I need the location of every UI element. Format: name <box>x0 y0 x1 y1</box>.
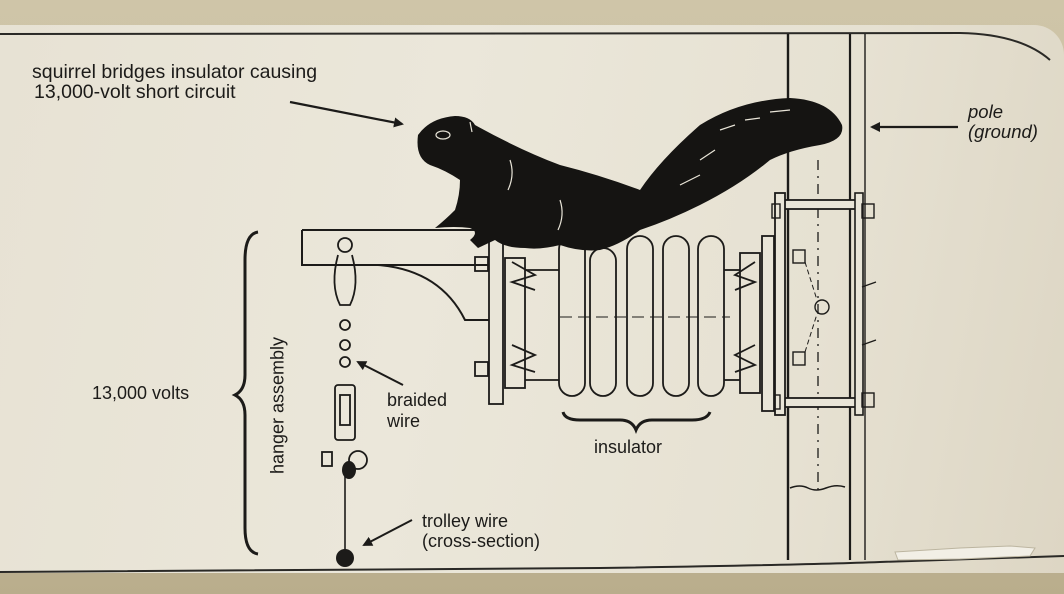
insulator-label: insulator <box>594 437 663 457</box>
arrow-to-squirrel <box>289 100 404 128</box>
hanger-brace <box>231 230 259 556</box>
squirrel-silhouette <box>417 98 843 251</box>
pole-line-1: pole <box>968 101 1003 122</box>
torn-paper-edge <box>894 545 1036 561</box>
trolley-line-2: (cross-section) <box>422 531 541 551</box>
trolley-wire-label: trolley wire (cross-section) <box>422 511 540 551</box>
paper-sheet <box>0 25 1064 573</box>
hanger-assembly-label: hanger assembly <box>267 336 288 475</box>
headline-line-2: 13,000-volt short circuit <box>34 81 236 103</box>
braided-line-2: wire <box>387 411 421 431</box>
frame-top-line <box>0 31 1051 61</box>
pole <box>771 34 877 560</box>
squirrel-fur-highlights <box>435 109 791 231</box>
braided-line-1: braided <box>387 390 448 410</box>
arrow-to-trolley-wire <box>362 519 413 546</box>
hanger-assembly <box>321 237 368 552</box>
headline-line-1: squirrel bridges insulator causing <box>32 61 318 83</box>
arrow-to-braided-wire <box>356 361 404 386</box>
braided-wire-label: braided wire <box>387 390 447 432</box>
frame-bottom-line <box>0 555 1064 573</box>
bracket-arm <box>301 229 489 321</box>
voltage-label: 13,000 volts <box>92 383 190 403</box>
insulator-brace <box>561 411 712 435</box>
pole-line-2: (ground) <box>968 121 1038 142</box>
trolley-line-1: trolley wire <box>422 511 509 531</box>
trolley-wire-cross-section <box>336 549 354 567</box>
insulator-body <box>474 233 775 412</box>
pole-label: pole (ground) <box>968 102 1038 142</box>
headline-label: squirrel bridges insulator causing 13,00… <box>32 62 317 102</box>
clamp-fill <box>342 461 356 479</box>
